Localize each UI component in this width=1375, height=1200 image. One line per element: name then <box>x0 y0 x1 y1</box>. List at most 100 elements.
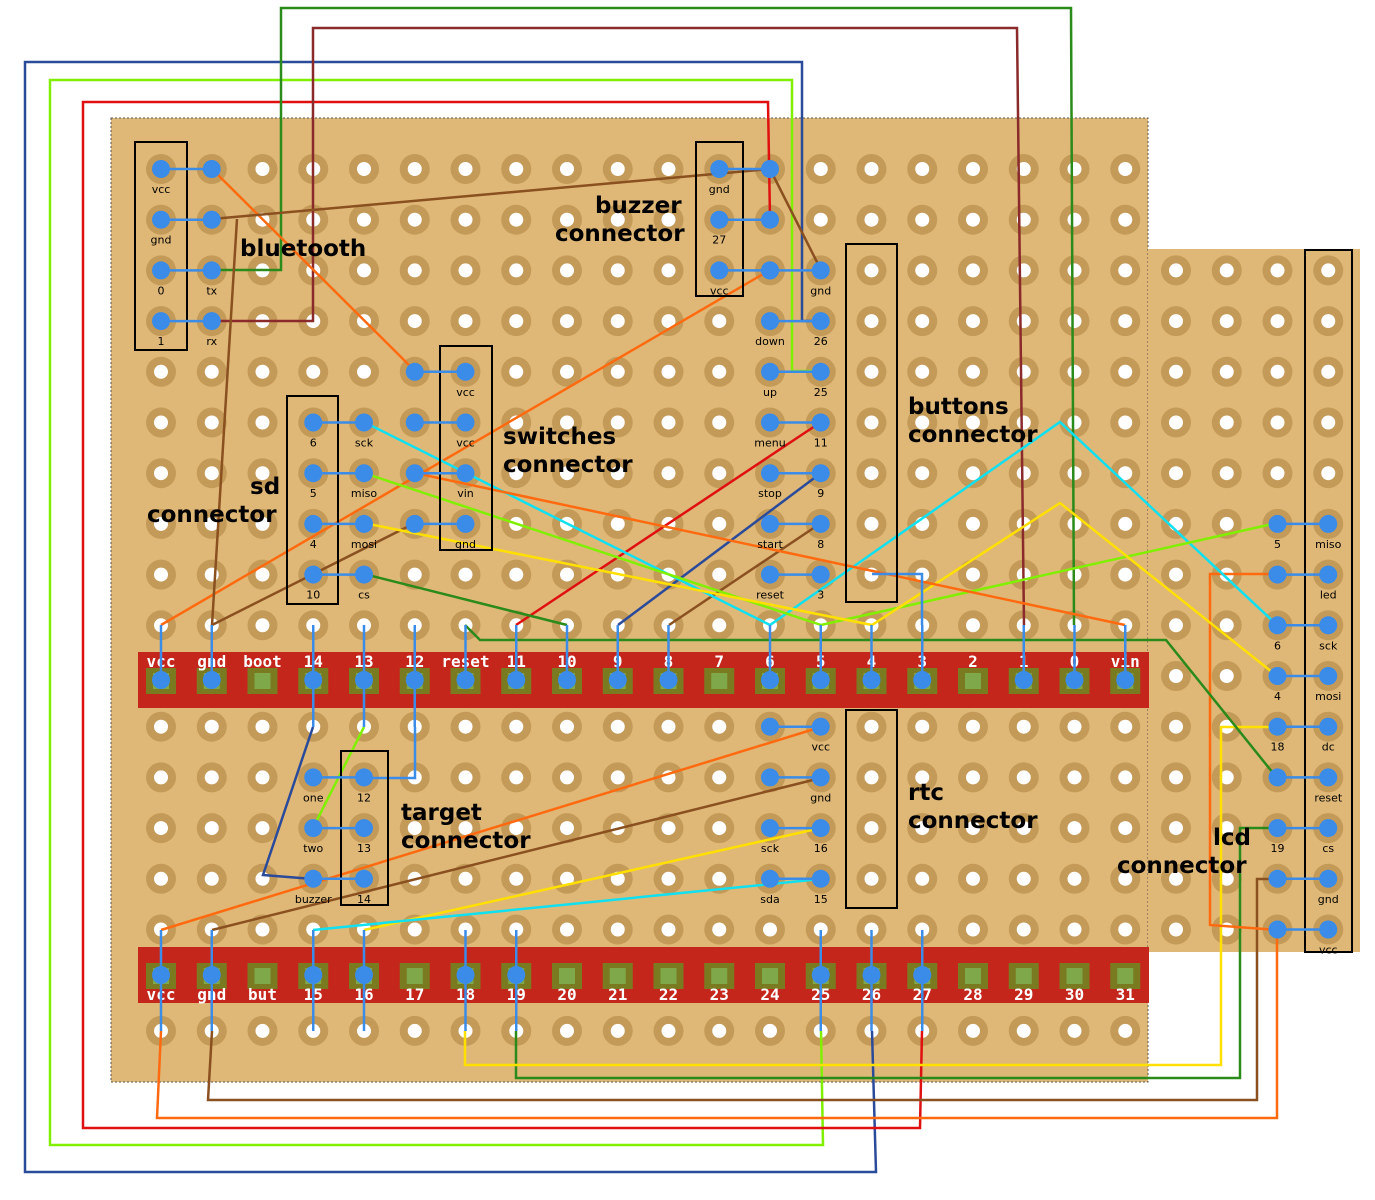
hole <box>560 314 574 329</box>
hole <box>1016 466 1031 481</box>
hole <box>1219 871 1234 886</box>
wire <box>363 501 1278 677</box>
hole <box>661 871 676 886</box>
lcd-signal-label: 4 <box>1274 690 1281 703</box>
hole <box>966 821 980 836</box>
hole <box>1016 770 1031 785</box>
hole <box>1016 719 1031 734</box>
lcd-title: lcd <box>1213 825 1251 851</box>
component-buttons <box>845 243 898 603</box>
buttons-pin-label: 26 <box>814 335 828 348</box>
hole <box>712 466 727 481</box>
pin-dot <box>202 210 221 229</box>
hole <box>407 821 422 836</box>
pin-dot <box>811 362 830 381</box>
header-label: 22 <box>659 985 678 1004</box>
pin-dot <box>761 768 779 787</box>
pin-dot <box>1319 616 1338 635</box>
wire <box>160 268 771 627</box>
hole <box>204 821 219 836</box>
hole <box>610 770 625 785</box>
hole <box>661 415 676 430</box>
wire <box>364 727 417 780</box>
hole <box>966 719 980 734</box>
hole <box>255 567 270 582</box>
hole <box>1219 516 1234 531</box>
pin-dot <box>355 413 373 432</box>
pin-dot <box>405 464 424 483</box>
header-label: 23 <box>710 985 729 1004</box>
hole <box>712 821 727 836</box>
buzzer-pin-label: vcc <box>710 284 729 297</box>
buttons-signal-label: down <box>755 335 785 348</box>
hole <box>813 922 828 937</box>
lcd-pin-label: miso <box>1315 538 1342 551</box>
hole <box>1321 263 1336 278</box>
pin-dot <box>304 819 323 838</box>
pin-dot <box>1268 616 1287 635</box>
hole <box>915 162 930 176</box>
hole <box>255 719 270 734</box>
pin-dot <box>761 869 779 888</box>
hole <box>1219 364 1234 379</box>
buttons-signal-label: start <box>757 538 783 551</box>
lcd-pin-label: cs <box>1322 842 1334 855</box>
pin-dot <box>152 966 170 984</box>
pin-dot <box>761 312 779 331</box>
hole <box>915 719 930 734</box>
hole <box>560 719 574 734</box>
wire <box>81 100 924 1130</box>
hole <box>458 263 473 278</box>
hole <box>864 162 879 176</box>
pin-dot <box>1319 514 1338 533</box>
hole <box>560 922 574 937</box>
bluetooth-pin-label: gnd <box>151 234 172 247</box>
lcd-signal-label: 6 <box>1274 639 1281 652</box>
hole <box>509 821 524 836</box>
wire <box>514 826 1277 1080</box>
hole <box>1016 821 1031 836</box>
pin-dot <box>608 671 627 689</box>
pin-dot <box>1319 565 1338 584</box>
hole <box>1169 314 1183 329</box>
pin-dot <box>710 210 729 229</box>
hole <box>966 212 980 227</box>
pin-dot <box>1268 565 1287 584</box>
target-signal-label: buzzer <box>295 893 332 906</box>
header-pin <box>1015 968 1032 984</box>
hole <box>915 263 930 278</box>
hole <box>204 719 219 734</box>
header-pin <box>1066 968 1083 984</box>
sd-pin-label: 4 <box>310 538 317 551</box>
pin-dot <box>761 210 779 229</box>
pin-dot <box>355 869 373 888</box>
hole <box>1067 871 1082 886</box>
hole <box>154 821 168 836</box>
wire <box>212 26 1026 626</box>
pin-dot <box>355 819 373 838</box>
hole <box>1219 618 1234 633</box>
lcd-pin-label: gnd <box>1318 893 1339 906</box>
pin-dot <box>1319 768 1338 787</box>
hole <box>712 618 727 633</box>
hole <box>458 162 473 176</box>
hole <box>560 364 574 379</box>
pin-dot <box>811 768 830 787</box>
hole <box>458 871 473 886</box>
hole <box>204 871 219 886</box>
rtc-signal-label: sda <box>760 893 779 906</box>
header-label: 21 <box>608 985 627 1004</box>
buttons-title: connector <box>908 422 1038 448</box>
pin-dot <box>761 514 779 533</box>
hole <box>813 212 828 227</box>
pin-dot <box>355 464 373 483</box>
hole <box>1067 719 1082 734</box>
hole <box>1169 263 1183 278</box>
target-pin-label: 13 <box>357 842 371 855</box>
component-lcd <box>1304 249 1353 953</box>
hole <box>966 263 980 278</box>
hole <box>1016 415 1031 430</box>
pin-dot <box>761 565 779 584</box>
hole <box>915 922 930 937</box>
hole <box>864 770 879 785</box>
